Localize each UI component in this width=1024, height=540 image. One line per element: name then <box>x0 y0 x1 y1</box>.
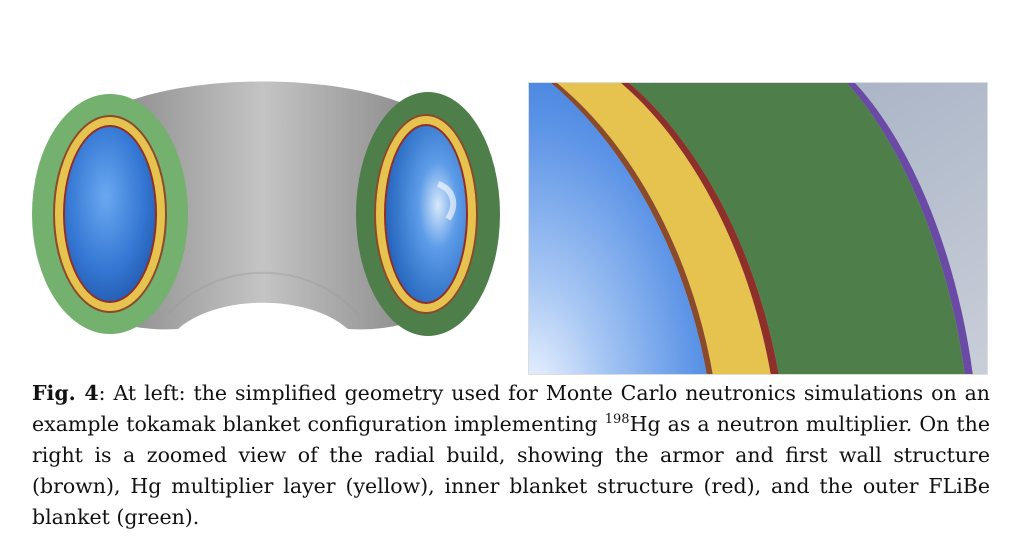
caption-text-part1: At left: the simplified geometry used fo… <box>32 381 991 436</box>
right-cross-section <box>356 92 500 336</box>
torus-geometry-render <box>18 44 508 344</box>
figure-label-separator: : <box>98 381 106 405</box>
left-cross-section <box>32 94 188 334</box>
caption-text-part2: as a neutron multiplier. On the right is… <box>32 412 990 529</box>
figure-caption: Fig. 4: At left: the simplified geometry… <box>32 378 990 533</box>
isotope-mass-number: 198 <box>604 412 630 428</box>
radial-build-zoom <box>528 82 988 375</box>
isotope-symbol: Hg <box>629 412 661 436</box>
figure-label: Fig. 4 <box>32 381 99 405</box>
